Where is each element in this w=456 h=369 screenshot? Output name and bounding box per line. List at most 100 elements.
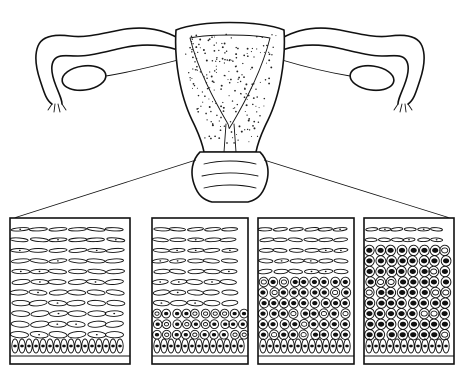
stipple-dot	[216, 57, 217, 58]
cell-nucleus	[57, 302, 59, 303]
panel-normal-epithelium	[10, 218, 130, 364]
cell-nucleus	[430, 345, 434, 348]
cell-nucleus	[431, 269, 437, 274]
stipple-dot	[228, 79, 229, 80]
cell-nucleus	[183, 345, 187, 348]
cell-nucleus	[399, 290, 405, 295]
cell-nucleus	[281, 312, 286, 316]
stipple-dot	[266, 63, 267, 64]
stipple-dot	[250, 69, 251, 70]
stipple-dot	[247, 48, 249, 50]
cell-nucleus	[378, 280, 384, 285]
cell-nucleus	[301, 301, 306, 305]
stipple-dot	[251, 67, 253, 69]
stipple-dot	[228, 71, 229, 72]
cell-nucleus	[377, 332, 383, 337]
stipple-dot	[220, 117, 222, 119]
cell-nucleus	[301, 280, 306, 284]
stipple-dot	[237, 104, 238, 105]
stipple-dot	[240, 93, 241, 94]
stipple-dot	[224, 59, 226, 61]
cell-nucleus	[272, 290, 277, 294]
cell-nucleus	[239, 345, 243, 348]
cell-nucleus	[381, 345, 385, 348]
cell-nucleus	[343, 280, 348, 284]
cell-nucleus	[400, 258, 406, 263]
stipple-dot	[219, 61, 220, 62]
cell-nucleus	[83, 345, 87, 348]
cell-nucleus	[325, 250, 327, 251]
stipple-dot	[198, 95, 199, 96]
cell-nucleus	[291, 312, 296, 316]
stipple-dot	[252, 48, 253, 49]
cell-nucleus	[322, 322, 327, 326]
stipple-dot	[200, 71, 201, 72]
cell-nucleus	[366, 258, 372, 263]
cell-nucleus	[395, 345, 399, 348]
stipple-dot	[231, 60, 232, 61]
stipple-dot	[243, 76, 245, 78]
cell-nucleus	[389, 332, 395, 337]
cell-nucleus	[178, 281, 180, 282]
cell-nucleus	[312, 280, 317, 284]
stipple-dot	[199, 39, 201, 41]
left-fallopian-tube	[36, 28, 178, 104]
stipple-dot	[207, 60, 208, 61]
cell-nucleus	[96, 250, 98, 251]
stipple-dot	[214, 50, 216, 52]
cell-nucleus	[281, 333, 286, 337]
right-fimbriae	[394, 104, 412, 112]
cell-nucleus	[443, 290, 449, 295]
stipple-dot	[229, 82, 231, 84]
cell-nucleus	[384, 229, 386, 230]
cell-nucleus	[340, 250, 342, 251]
stipple-dot	[220, 129, 222, 131]
cell-nucleus	[271, 280, 276, 284]
stipple-dot	[236, 70, 238, 72]
cell-nucleus	[444, 345, 448, 348]
stipple-dot	[264, 98, 265, 99]
cell-nucleus	[333, 301, 338, 305]
stipple-dot	[265, 79, 267, 81]
stipple-dot	[259, 107, 260, 108]
stipple-dot	[209, 106, 211, 108]
stipple-dot	[196, 108, 198, 110]
right-ovarian-ligament	[282, 60, 350, 76]
stipple-dot	[259, 115, 261, 117]
stipple-dot	[245, 83, 247, 85]
cell-nucleus	[431, 280, 437, 285]
uterus-illustration	[36, 23, 424, 203]
stipple-dot	[252, 104, 254, 106]
cell-nucleus	[377, 311, 383, 316]
cell-nucleus	[194, 323, 198, 326]
stipple-dot	[191, 41, 192, 42]
cell-nucleus	[185, 323, 189, 326]
cell-nucleus	[410, 280, 416, 285]
cell-nucleus	[57, 239, 59, 240]
cell-nucleus	[281, 280, 286, 284]
cell-nucleus	[111, 345, 115, 348]
cell-nucleus	[400, 332, 406, 337]
cell-nucleus	[176, 250, 178, 251]
stipple-dot	[243, 55, 245, 57]
stipple-dot	[191, 78, 192, 79]
cell-nucleus	[367, 301, 373, 306]
cell-nucleus	[27, 345, 31, 348]
cell-nucleus	[368, 280, 374, 285]
cell-nucleus	[388, 322, 394, 327]
cell-nucleus	[225, 345, 229, 348]
stipple-dot	[220, 105, 222, 107]
cell-nucleus	[343, 322, 348, 326]
cell-nucleus	[159, 281, 161, 282]
left-ovarian-ligament	[106, 60, 178, 76]
cell-nucleus	[388, 311, 394, 316]
stipple-dot	[210, 138, 212, 140]
cell-nucleus	[332, 312, 337, 316]
cell-nucleus	[55, 345, 59, 348]
cell-nucleus	[19, 250, 21, 251]
stipple-dot	[216, 42, 217, 43]
cell-nucleus	[442, 322, 448, 327]
cell-nucleus	[20, 345, 24, 348]
cell-nucleus	[333, 290, 338, 294]
cell-nucleus	[442, 269, 448, 274]
